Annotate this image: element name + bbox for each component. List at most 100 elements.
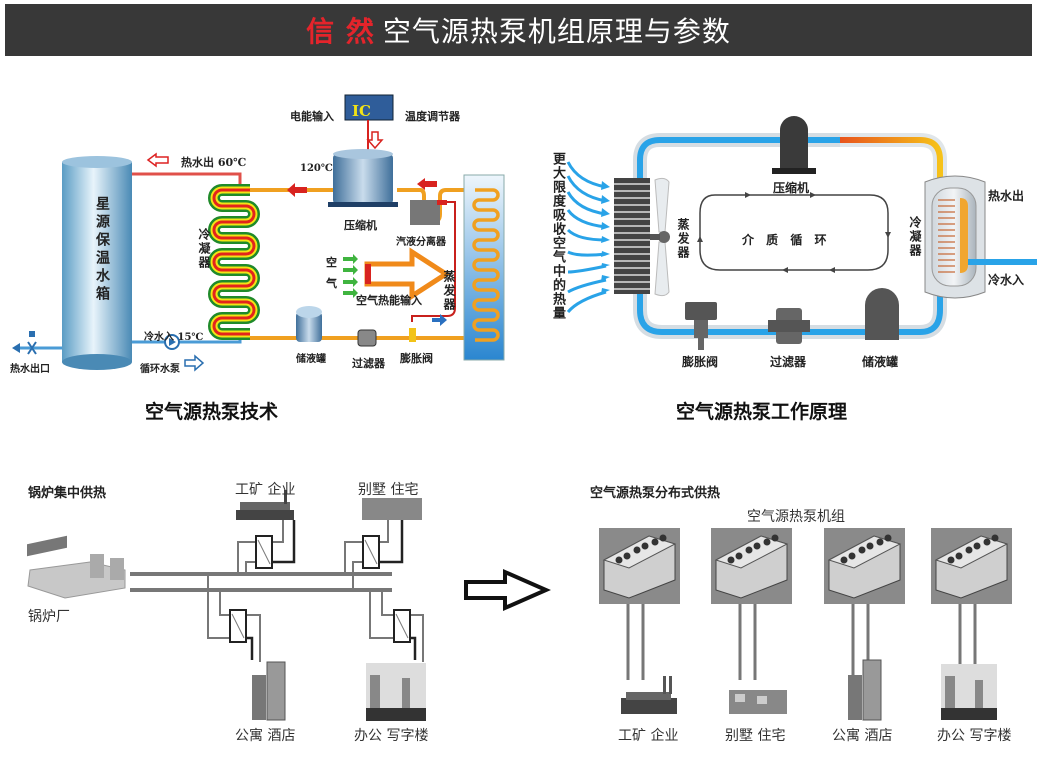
fan-icon bbox=[650, 177, 670, 297]
technology-diagram: IC 电能输入 温度调节器 热水出 60℃ 120℃ 压缩机 汽液分离器 星源保… bbox=[0, 90, 530, 430]
office-building-icon bbox=[941, 664, 997, 720]
heat-pump-unit bbox=[824, 528, 905, 604]
liquid-receiver bbox=[296, 306, 322, 342]
page-header: 信 然 空气源热泵机组原理与参数 bbox=[5, 4, 1032, 56]
fan-icon bbox=[947, 556, 955, 564]
flow-arrow-icon bbox=[287, 183, 307, 197]
side-heat-absorb-text: 更大限度吸收空气中的热量 bbox=[550, 152, 565, 320]
fan-icon bbox=[955, 552, 963, 560]
principle-caption: 空气源热泵工作原理 bbox=[676, 401, 848, 423]
thermostat-label: 温度调节器 bbox=[405, 110, 460, 123]
tank-label: 星源保温水箱 bbox=[94, 196, 110, 304]
expansion-valve-label: 膨胀阀 bbox=[682, 355, 719, 369]
industrial-building-icon bbox=[621, 676, 677, 714]
expansion-valve bbox=[409, 328, 416, 342]
fan-icon bbox=[866, 542, 874, 550]
boiler-plant-label: 锅炉厂 bbox=[28, 609, 70, 625]
evaporator-label: 蒸发器 bbox=[676, 218, 690, 260]
gas-liquid-separator bbox=[410, 200, 440, 225]
heat-pump-unit bbox=[931, 528, 1012, 604]
flow-arrow-icon bbox=[417, 178, 437, 190]
technology-caption: 空气源热泵技术 bbox=[145, 401, 279, 423]
fan-icon bbox=[651, 538, 659, 546]
compressor bbox=[328, 149, 398, 207]
fan-icon bbox=[753, 542, 761, 550]
air-arrows bbox=[343, 254, 358, 298]
condenser-label: 冷凝器 bbox=[197, 228, 211, 270]
principle-diagram: 更大限度吸收空气中的热量 压缩机 蒸发器 介 质 循 环 冷凝器 热水出 冷水入… bbox=[540, 100, 1037, 380]
boiler-heating-graphic bbox=[27, 490, 426, 721]
fan-icon bbox=[983, 538, 991, 546]
hot-water-out-label: 热水出 bbox=[988, 189, 1025, 203]
villa-icon bbox=[362, 498, 422, 520]
flow-arrow-icon bbox=[432, 314, 447, 326]
receiver-label: 储液罐 bbox=[862, 355, 899, 369]
distributed-heating-title: 空气源热泵分布式供热 bbox=[590, 486, 721, 501]
hot-refrigerant-pipe bbox=[840, 137, 943, 180]
fan-icon bbox=[771, 534, 779, 542]
ic-controller-box bbox=[344, 94, 394, 121]
filter-label: 过滤器 bbox=[770, 355, 807, 369]
fan-icon bbox=[840, 556, 848, 564]
fan-icon bbox=[858, 546, 866, 554]
fan-icon bbox=[745, 546, 753, 554]
hot-water-outlet-label: 热水出口 bbox=[10, 364, 50, 375]
heat-pump-unit bbox=[599, 528, 680, 604]
filter bbox=[768, 308, 810, 344]
cold-refrigerant-pipe bbox=[637, 137, 840, 180]
air-intake-arrows bbox=[566, 161, 607, 314]
power-input-label: 电能输入 bbox=[290, 110, 334, 123]
hot-water-out-arrow-icon bbox=[146, 152, 169, 168]
compressor-label: 压缩机 bbox=[773, 181, 810, 195]
boiler-heating-diagram: 锅炉集中供热 锅炉厂 工矿 企业 别墅 住宅 公寓 酒店 办公 写字楼 bbox=[0, 470, 450, 770]
distributed-heating-diagram: 空气源热泵分布式供热 空气源热泵机组 工矿 企业 别墅 住宅 公寓 酒店 办公 … bbox=[580, 470, 1037, 770]
power-input-arrow-icon bbox=[366, 131, 384, 150]
consumer-label-villa: 别墅 住宅 bbox=[725, 728, 786, 744]
boiler-plant-icon bbox=[27, 535, 126, 599]
air-char-2: 气 bbox=[326, 277, 337, 290]
air-heat-input-arrow-icon bbox=[364, 247, 451, 301]
expansion-valve-label: 膨胀阀 bbox=[400, 352, 433, 365]
fan-icon bbox=[727, 556, 735, 564]
temp-120-label: 120℃ bbox=[300, 163, 333, 174]
fan-icon bbox=[735, 552, 743, 560]
villa-icon bbox=[729, 690, 787, 714]
technology-diagram-graphic bbox=[12, 94, 505, 372]
consumer-label-industrial: 工矿 企业 bbox=[235, 482, 296, 498]
consumer-label-apartment: 公寓 酒店 bbox=[832, 728, 893, 744]
outlet-valve-icon bbox=[27, 341, 37, 355]
expansion-valve bbox=[685, 302, 717, 350]
fan-icon bbox=[623, 552, 631, 560]
apartment-building-icon bbox=[848, 659, 882, 721]
fan-icon bbox=[763, 538, 771, 546]
air-heat-input-label: 空气热能输入 bbox=[356, 294, 422, 307]
medium-cycle-label: 介 质 循 环 bbox=[742, 233, 831, 247]
evaporator-label: 蒸发器 bbox=[442, 270, 456, 312]
cold-water-in-label: 冷水入 15℃ bbox=[144, 332, 204, 343]
insulated-water-tank bbox=[62, 156, 132, 370]
fan-icon bbox=[659, 534, 667, 542]
fan-icon bbox=[876, 538, 884, 546]
heat-pump-unit bbox=[711, 528, 792, 604]
filter bbox=[357, 329, 377, 347]
evaporator-coil bbox=[614, 178, 650, 294]
principle-diagram-graphic bbox=[566, 116, 1037, 350]
fan-icon bbox=[973, 542, 981, 550]
distributed-heating-graphic bbox=[599, 528, 1012, 721]
apartment-building-icon bbox=[252, 661, 286, 721]
receiver-label: 储液罐 bbox=[296, 354, 326, 365]
air-char-1: 空 bbox=[326, 256, 337, 269]
consumer-label-industrial: 工矿 企业 bbox=[618, 728, 679, 744]
fan-icon bbox=[848, 552, 856, 560]
industrial-building-icon bbox=[236, 490, 294, 520]
fan-icon bbox=[615, 556, 623, 564]
page-title: 空气源热泵机组原理与参数 bbox=[382, 15, 731, 48]
heat-pump-unit-label: 空气源热泵机组 bbox=[747, 509, 845, 525]
consumer-label-apartment: 公寓 酒店 bbox=[235, 728, 296, 744]
cold-water-in-label: 冷水入 bbox=[988, 273, 1025, 287]
circulation-pump-label: 循环水泵 bbox=[140, 364, 180, 375]
brand-name: 信 然 bbox=[306, 15, 375, 48]
consumer-label-office: 办公 写字楼 bbox=[354, 728, 429, 744]
ic-label: IC bbox=[352, 102, 371, 120]
filter-label: 过滤器 bbox=[352, 357, 385, 370]
